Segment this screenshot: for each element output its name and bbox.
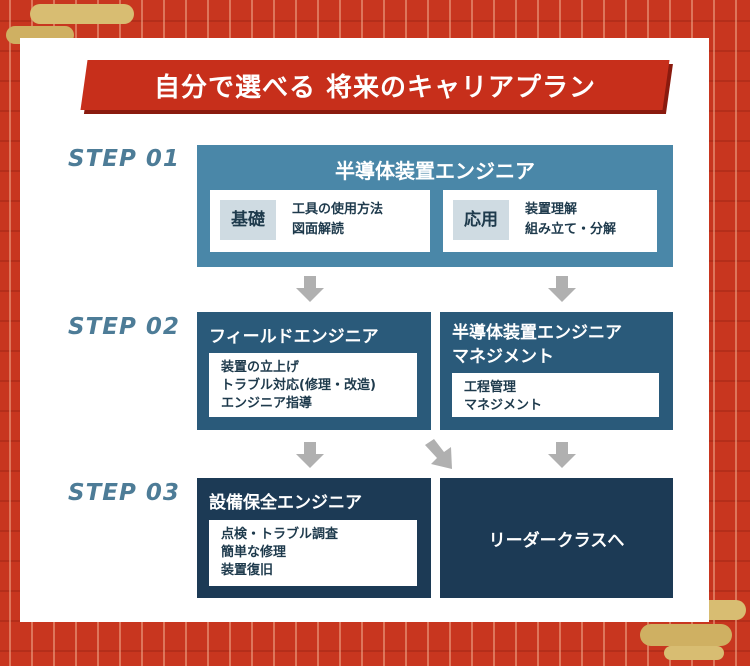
duties-list: 装置の立上げ トラブル対応(修理・改造) エンジニア指導: [209, 353, 417, 417]
box-title: 半導体装置エンジニア: [335, 159, 535, 183]
management-engineer-box: 半導体装置エンジニア マネジメント 工程管理 マネジメント: [440, 312, 673, 430]
duties-list: 工程管理 マネジメント: [452, 373, 659, 417]
applied-tag: 応用: [453, 200, 509, 240]
field-engineer-box: フィールドエンジニア 装置の立上げ トラブル対応(修理・改造) エンジニア指導: [197, 312, 431, 430]
arrow-down-icon: [296, 276, 324, 302]
duty-item: 簡単な修理: [221, 545, 287, 560]
skill-item: 装置理解: [525, 202, 578, 217]
step-label-01: STEP 01: [68, 146, 180, 172]
applied-skills-list: 装置理解 組み立て・分解: [525, 200, 616, 240]
basic-skills-list: 工具の使用方法 図面解読: [292, 200, 383, 240]
applied-skills-panel: 応用 装置理解 組み立て・分解: [443, 190, 657, 252]
gold-cloud-decoration: [664, 646, 724, 660]
duty-item: トラブル対応(修理・改造): [221, 378, 376, 393]
box-title: 半導体装置エンジニア マネジメント: [452, 321, 622, 369]
duty-item: 装置の立上げ: [221, 360, 300, 375]
duty-item: 装置復旧: [221, 563, 274, 578]
duty-item: マネジメント: [464, 398, 543, 413]
gold-cloud-decoration: [30, 4, 134, 24]
step-label-03: STEP 03: [68, 480, 180, 506]
page-title: 自分で選べる 将来のキャリアプラン: [153, 72, 597, 103]
leader-class-box: リーダークラスへ: [440, 478, 673, 598]
step1-engineer-box: 半導体装置エンジニア 基礎 工具の使用方法 図面解読 応用 装置理解 組み立て・…: [197, 145, 673, 267]
duty-item: エンジニア指導: [221, 396, 313, 411]
duties-list: 点検・トラブル調査 簡単な修理 装置復旧: [209, 520, 417, 586]
step-label-02: STEP 02: [68, 314, 180, 340]
maintenance-engineer-box: 設備保全エンジニア 点検・トラブル調査 簡単な修理 装置復旧: [197, 478, 431, 598]
duty-item: 工程管理: [464, 380, 517, 395]
basic-skills-panel: 基礎 工具の使用方法 図面解読: [210, 190, 430, 252]
skill-item: 組み立て・分解: [525, 222, 617, 237]
duty-item: 点検・トラブル調査: [221, 527, 339, 542]
title-line: 半導体装置エンジニア: [452, 323, 622, 343]
box-title: 設備保全エンジニア: [209, 493, 362, 513]
skill-item: 工具の使用方法: [292, 202, 384, 217]
arrow-down-icon: [548, 276, 576, 302]
basic-tag: 基礎: [220, 200, 276, 240]
arrow-down-icon: [548, 442, 576, 468]
arrow-diagonal-icon: [425, 439, 452, 469]
arrow-down-icon: [296, 442, 324, 468]
title-line: マネジメント: [452, 347, 554, 367]
skill-item: 図面解読: [292, 222, 345, 237]
gold-cloud-decoration: [640, 624, 732, 646]
box-title: フィールドエンジニア: [209, 327, 379, 347]
box-title: リーダークラスへ: [488, 530, 625, 551]
